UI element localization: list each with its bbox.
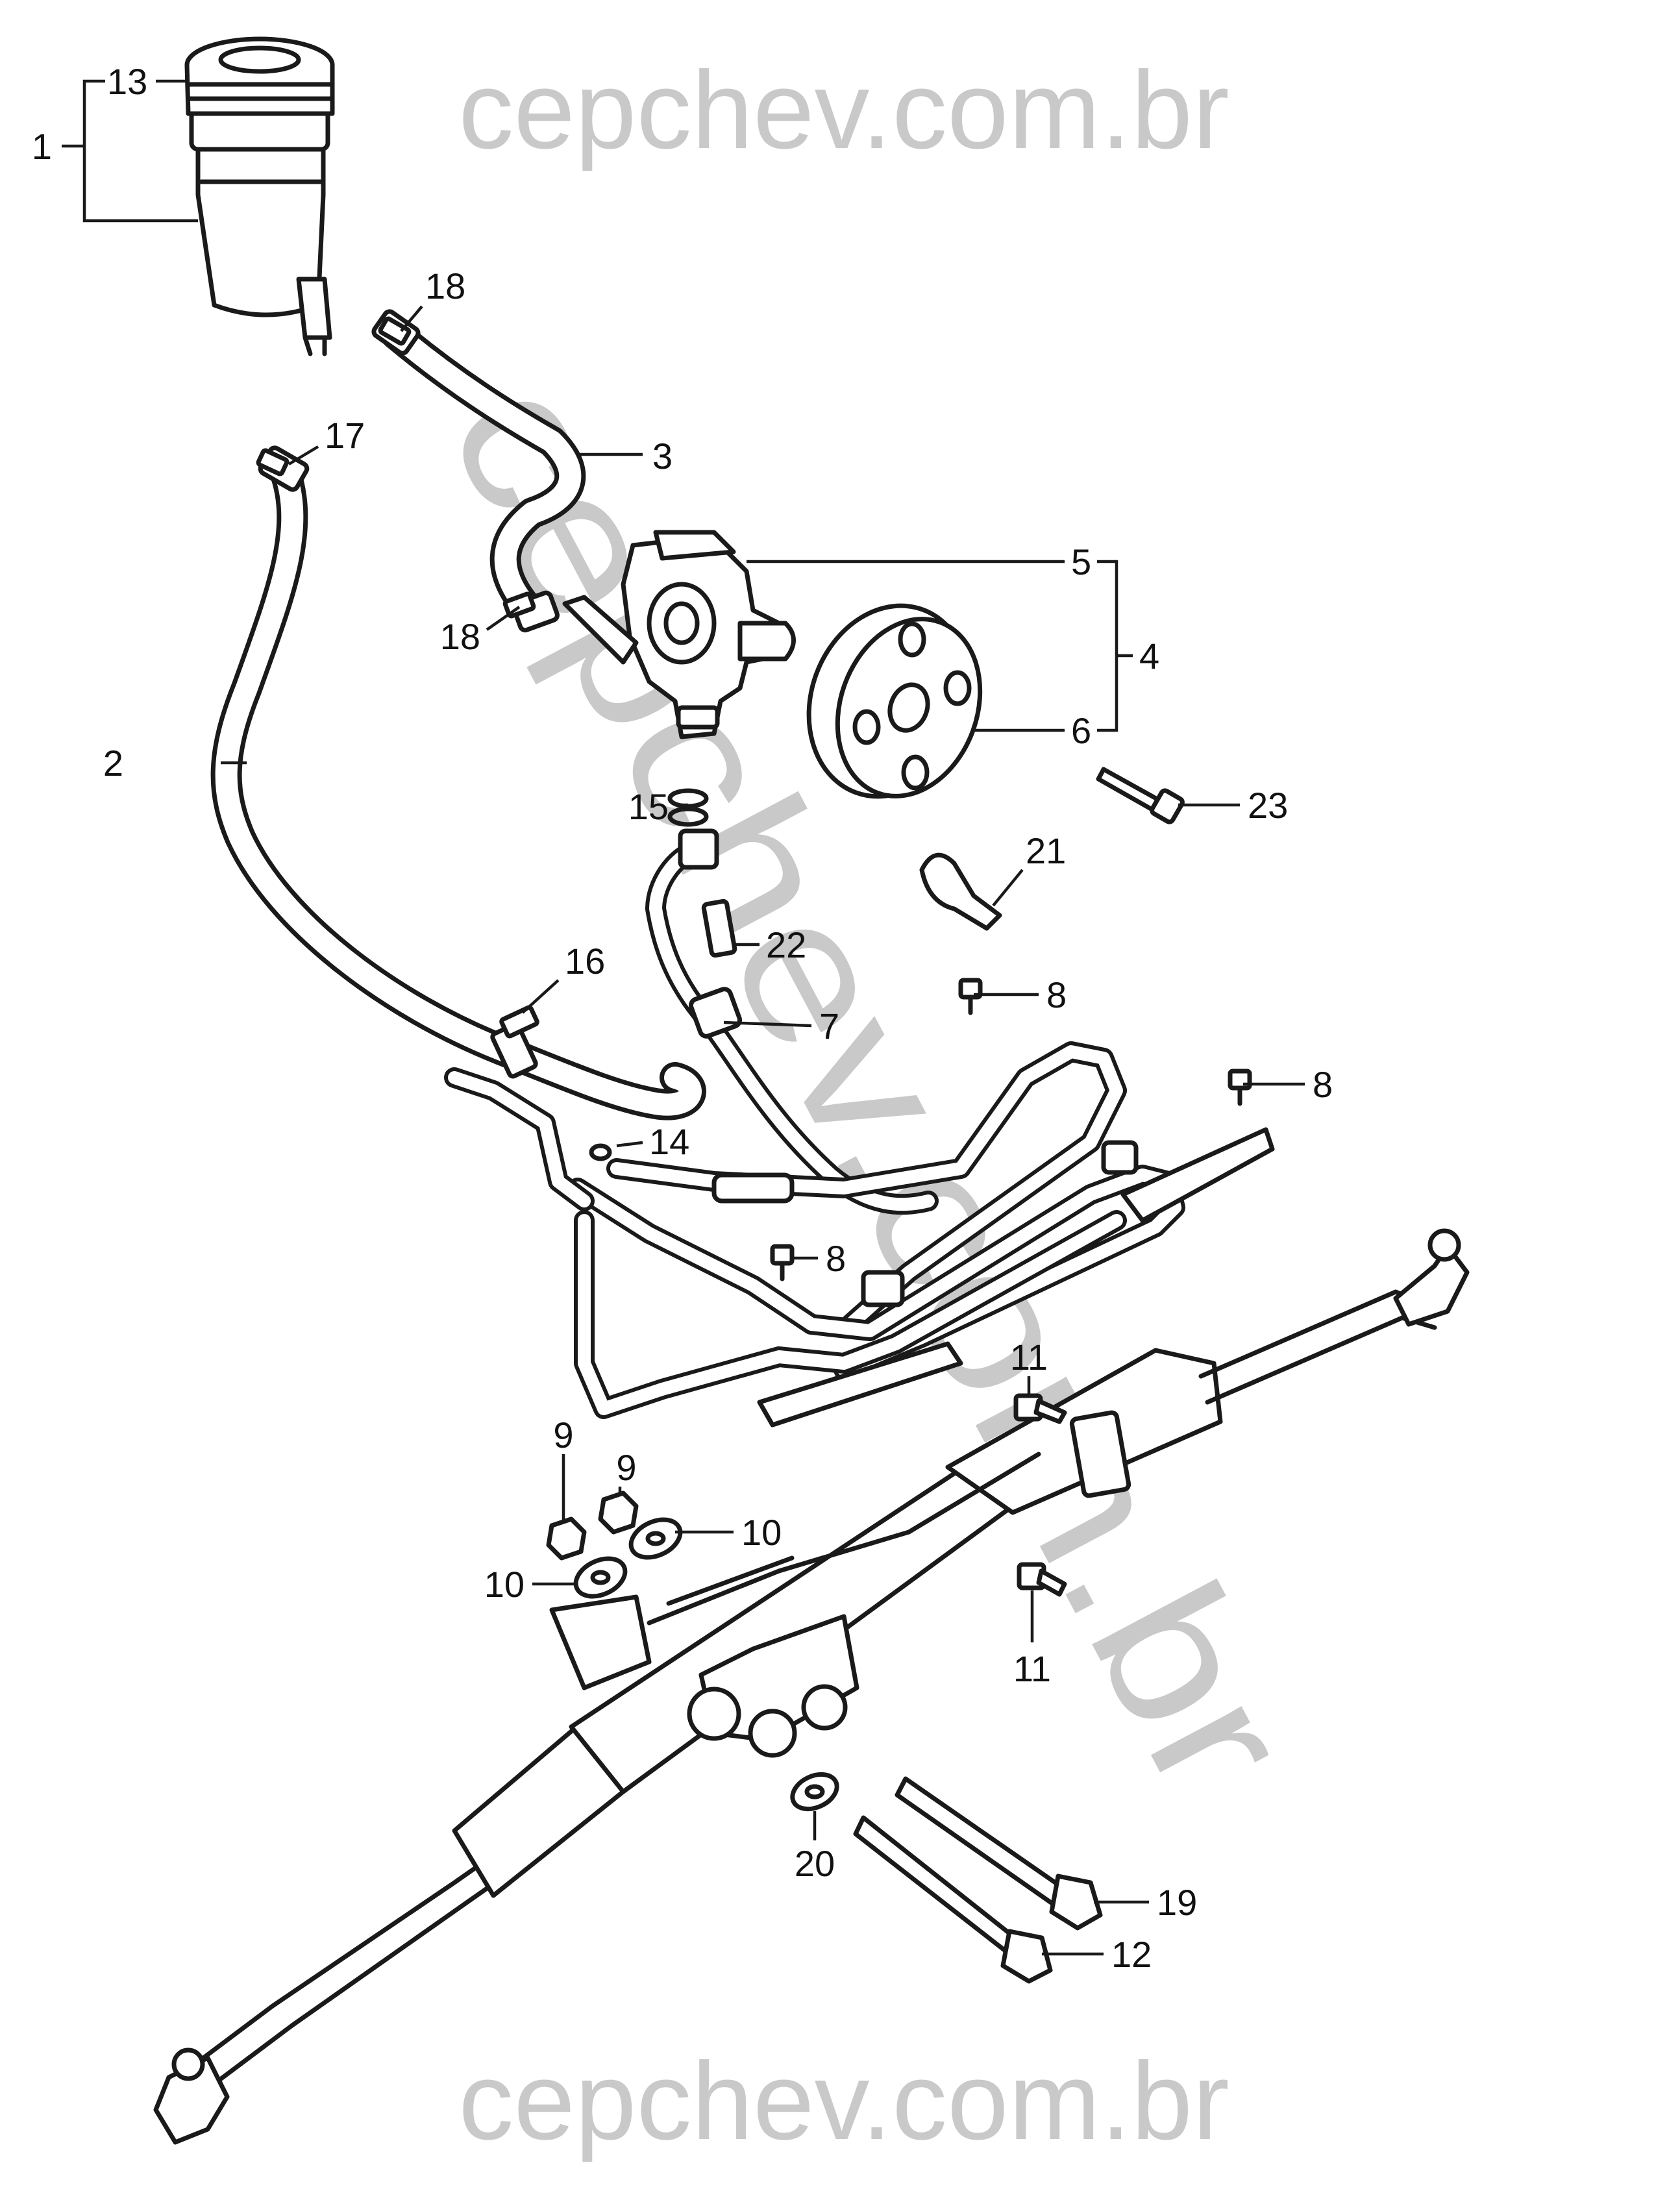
- callout-9a: 9: [553, 1415, 573, 1455]
- bolt-8c: [770, 1244, 795, 1281]
- bolt-11b: [1017, 1562, 1067, 1597]
- long-bolt-12: [853, 1815, 1053, 1984]
- nut-9b: [598, 1490, 639, 1535]
- long-bolt-19: [895, 1776, 1103, 1931]
- fluid-reservoir: [184, 36, 335, 356]
- callout-10b: 10: [484, 1564, 525, 1605]
- callout-6: 6: [1071, 710, 1091, 751]
- callout-15: 15: [628, 786, 669, 827]
- bolt-8b: [1228, 1069, 1252, 1106]
- callout-11b: 11: [1013, 1648, 1051, 1689]
- callout-14: 14: [649, 1121, 689, 1162]
- washer-10a: [628, 1517, 683, 1560]
- callout-12: 12: [1111, 1934, 1152, 1975]
- callout-18a: 18: [425, 266, 465, 306]
- banjo-fitting: [667, 788, 737, 958]
- cooler-lines: [444, 1041, 1275, 1428]
- watermark-bottom: cepchev.com.br: [458, 2040, 1229, 2163]
- callout-labels: 1 2 3 4 5 6 7 8 8 8 9 9 10 10 11 11 12 1…: [32, 61, 1333, 1975]
- leader-lines: [62, 79, 1305, 1956]
- callout-1: 1: [32, 126, 52, 167]
- callout-10a: 10: [741, 1512, 782, 1553]
- callout-17: 17: [325, 415, 365, 456]
- steering-rack: [166, 1289, 1437, 2106]
- washer-20: [790, 1772, 839, 1812]
- callout-19: 19: [1157, 1882, 1197, 1923]
- clamp-16: [499, 1005, 539, 1039]
- clamp-17: [256, 448, 290, 476]
- callout-13: 13: [107, 61, 147, 102]
- callout-11a: 11: [1010, 1337, 1048, 1378]
- washer-10b: [573, 1556, 628, 1599]
- callout-8a: 8: [1046, 974, 1067, 1015]
- watermark-top: cepchev.com.br: [458, 49, 1229, 172]
- callout-20: 20: [795, 1843, 835, 1884]
- callout-4: 4: [1139, 636, 1159, 676]
- callout-8c: 8: [826, 1238, 846, 1279]
- hose-bracket: [919, 852, 1002, 931]
- callout-16: 16: [565, 941, 605, 982]
- callout-8b: 8: [1313, 1064, 1333, 1105]
- callout-21: 21: [1026, 830, 1066, 871]
- callout-23: 23: [1248, 785, 1288, 826]
- callout-22: 22: [766, 924, 806, 965]
- callout-5: 5: [1071, 541, 1091, 582]
- callout-3: 3: [652, 436, 673, 476]
- clamp-18-top: [378, 316, 412, 346]
- pump-pulley: [806, 603, 983, 799]
- callout-9b: 9: [616, 1447, 636, 1488]
- tie-rod-end-left: [153, 2047, 230, 2145]
- callout-18b: 18: [440, 616, 480, 657]
- nut-9a: [546, 1516, 587, 1561]
- bolt-8a: [958, 978, 983, 1015]
- callout-7: 7: [819, 1006, 839, 1046]
- tie-rod-end-right: [1393, 1228, 1470, 1327]
- callout-2: 2: [103, 743, 123, 784]
- power-steering-pump: [562, 530, 796, 739]
- pulley-bolt: [1096, 767, 1185, 824]
- o-ring-14: [589, 1143, 612, 1161]
